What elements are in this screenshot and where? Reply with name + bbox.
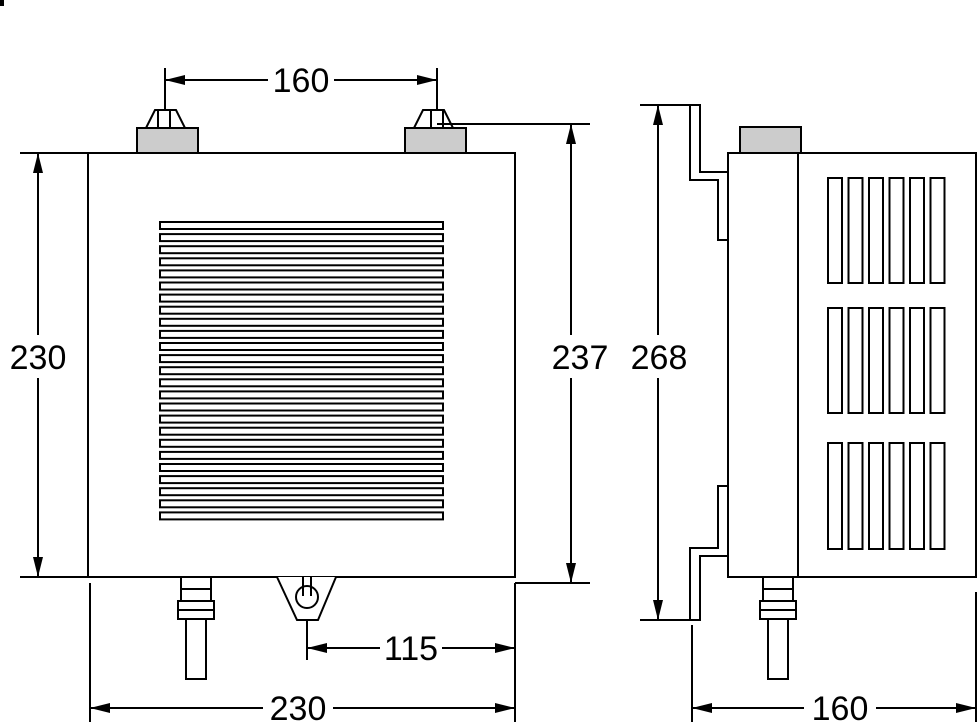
dim-side-depth-label: 160 [812,690,869,728]
heatsink-fin [827,442,843,550]
vent-slat [159,245,444,255]
vent-slat [159,281,444,291]
side-view [689,104,977,680]
vent-slat [159,426,444,436]
side-heatsink [797,152,977,578]
heatsink-fin [909,307,925,414]
vent-slat [159,317,444,327]
vent-slat [159,257,444,267]
vent-slat [159,354,444,364]
vent-slat [159,269,444,279]
vent-slat [159,378,444,388]
vent-slat [159,342,444,351]
top-left-connector [136,109,199,154]
heatsink-fin [827,177,843,284]
front-dimensions [20,68,590,722]
side-cable-gland [759,576,797,680]
side-top-connector [739,126,802,154]
heatsink-fin [929,177,946,284]
dim-bottom-offset-label: 115 [384,630,438,668]
dim-front-height-label: 230 [10,339,67,377]
heatsink-fin [868,442,884,550]
side-dimensions [640,104,977,722]
heatsink-fin [868,177,884,284]
corner-mark [0,0,4,6]
side-fin-groups [827,177,946,550]
vent-slat [159,221,444,230]
heatsink-fin [909,177,925,284]
front-vent-grille [159,221,444,521]
heatsink-fin [847,442,864,550]
vent-slat [159,475,444,485]
mounting-bracket [689,104,729,621]
vent-slat [159,499,444,509]
vent-slat [159,511,444,521]
vent-slat [159,305,444,315]
front-view [87,109,516,680]
vent-slat [159,438,444,448]
vent-slat [159,487,444,497]
dim-front-width-label: 230 [270,690,327,728]
vent-slat [159,450,444,460]
heatsink-fin [847,307,864,414]
vent-slat [159,293,444,303]
heatsink-fin [827,307,843,414]
side-front-panel [727,152,799,578]
dim-side-height-label: 268 [631,339,688,377]
vent-slat [159,390,444,400]
dim-top-spacing-label: 160 [273,62,330,100]
vent-slat [159,402,444,412]
mounting-lug [276,576,337,621]
heatsink-fin [888,442,905,550]
vent-slat [159,329,444,339]
heatsink-fin [909,442,925,550]
vent-slat [159,233,444,243]
vent-slat [159,414,444,424]
dim-front-total-height-label: 237 [552,339,609,377]
heatsink-fin [929,442,946,550]
heatsink-fin [888,307,905,414]
heatsink-fin [868,307,884,414]
vent-slat [159,463,444,472]
top-right-connector [404,109,467,154]
heatsink-fin [929,307,946,414]
heatsink-fin [847,177,864,284]
vent-slat [159,366,444,376]
heatsink-fin [888,177,905,284]
cable-gland [177,576,215,680]
